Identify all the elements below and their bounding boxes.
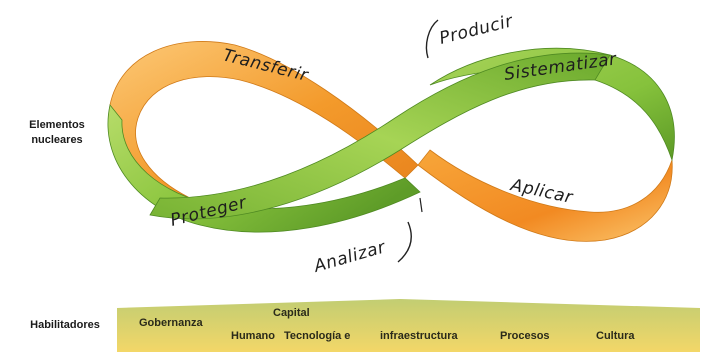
word-producir: Producir <box>437 11 515 49</box>
loop-right-green-segment <box>429 47 675 162</box>
loop-crossing-green-segment <box>149 52 611 220</box>
word-analizar: Analizar <box>311 237 388 277</box>
producir-bracket <box>425 19 439 59</box>
nuclear-label-line1: Elementos <box>29 119 85 131</box>
band-capital: Capital <box>273 307 310 319</box>
analizar-bracket <box>397 221 412 263</box>
band-tecnologia: Tecnología e <box>284 330 351 342</box>
enablers-band <box>117 299 700 352</box>
nuclear-label-line2: nucleares <box>31 134 83 146</box>
band-procesos: Procesos <box>500 330 550 342</box>
band-gobernanza: Gobernanza <box>139 317 203 329</box>
band-cultura: Cultura <box>596 330 635 342</box>
enablers-label: Habilitadores <box>30 319 100 331</box>
band-humano: Humano <box>231 330 275 342</box>
analizar-tick <box>419 197 423 213</box>
band-infraestructura: infraestructura <box>380 330 458 342</box>
nuclear-elements-label: Elementos nucleares <box>14 118 100 148</box>
